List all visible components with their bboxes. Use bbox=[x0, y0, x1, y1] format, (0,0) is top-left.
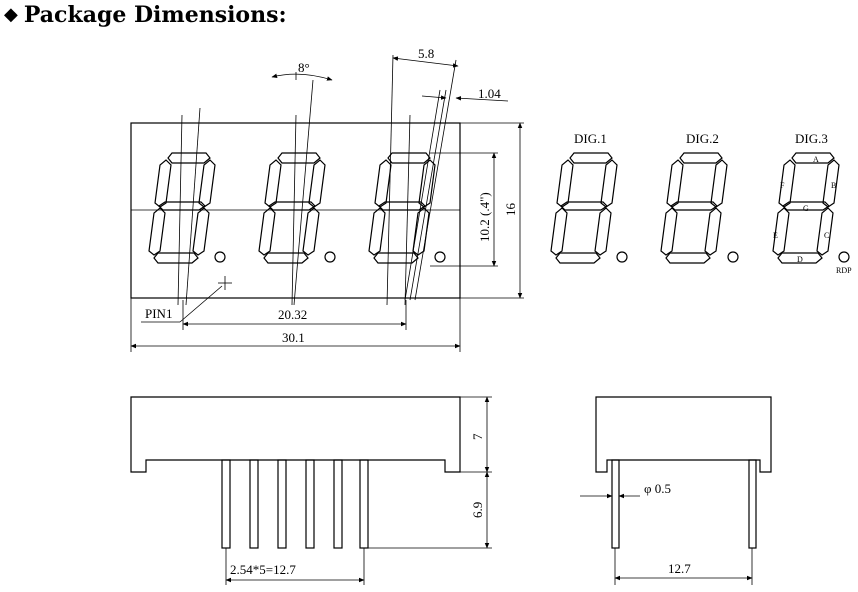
segment-label-c: C bbox=[824, 231, 829, 240]
pinout-dp-2 bbox=[727, 251, 739, 263]
label-pin-diameter: φ 0.5 bbox=[644, 481, 671, 496]
section-heading: ◆Package Dimensions: bbox=[4, 2, 287, 28]
dim-1.04-line bbox=[455, 96, 509, 102]
end-pin-right bbox=[748, 459, 757, 549]
end-body-outline bbox=[595, 396, 772, 473]
label-body-width: 30.1 bbox=[282, 330, 305, 345]
slant-guide-lines bbox=[177, 54, 457, 306]
segment-label-b: B bbox=[831, 181, 836, 190]
label-angle: 8° bbox=[298, 60, 310, 75]
section-title: Package Dimensions: bbox=[23, 2, 287, 28]
pin1-leader bbox=[179, 285, 223, 323]
side-body-outline bbox=[130, 396, 461, 473]
label-row-spacing: 12.7 bbox=[668, 561, 691, 576]
label-segment-width: 5.8 bbox=[418, 46, 434, 61]
pinout-digit-1 bbox=[550, 152, 618, 264]
front-view bbox=[130, 54, 524, 352]
end-view bbox=[580, 396, 772, 585]
front-digit-3 bbox=[368, 152, 436, 264]
side-pins bbox=[221, 459, 369, 549]
label-dig1: DIG.1 bbox=[574, 131, 607, 146]
segment-label-a: A bbox=[813, 155, 819, 164]
front-digit-2 bbox=[258, 152, 326, 264]
pinout-dp-3 bbox=[838, 251, 850, 263]
segment-label-dp: RDP bbox=[836, 266, 852, 275]
label-body-thickness: 7 bbox=[470, 433, 485, 440]
diamond-icon: ◆ bbox=[4, 4, 18, 25]
label-pin-span: 20.32 bbox=[278, 307, 307, 322]
pinout-view bbox=[550, 152, 850, 264]
label-dig2: DIG.2 bbox=[686, 131, 719, 146]
pinout-digit-2 bbox=[660, 152, 728, 264]
pinout-dp-1 bbox=[616, 251, 628, 263]
segment-label-g: G bbox=[803, 204, 809, 213]
front-digit-1 bbox=[148, 152, 216, 264]
dim-5.8-line bbox=[392, 56, 459, 68]
front-dp-2 bbox=[324, 251, 336, 263]
label-segment-thick: 1.04 bbox=[478, 86, 501, 101]
side-view bbox=[130, 396, 492, 585]
end-pin-left bbox=[611, 459, 620, 549]
segment-label-e: E bbox=[773, 231, 778, 240]
segment-label-f: F bbox=[780, 181, 785, 190]
label-digit-height: 10.2 (.4") bbox=[477, 192, 492, 242]
front-dp-1 bbox=[214, 251, 226, 263]
segment-label-d: D bbox=[797, 255, 803, 264]
label-pin-length: 6.9 bbox=[470, 502, 485, 518]
angle-arc bbox=[271, 73, 333, 81]
label-dig3: DIG.3 bbox=[795, 131, 828, 146]
label-pin-pitch: 2.54*5=12.7 bbox=[230, 562, 296, 577]
label-body-height: 16 bbox=[503, 203, 518, 217]
label-pin1: PIN1 bbox=[145, 306, 172, 321]
front-dp-3 bbox=[434, 251, 446, 263]
